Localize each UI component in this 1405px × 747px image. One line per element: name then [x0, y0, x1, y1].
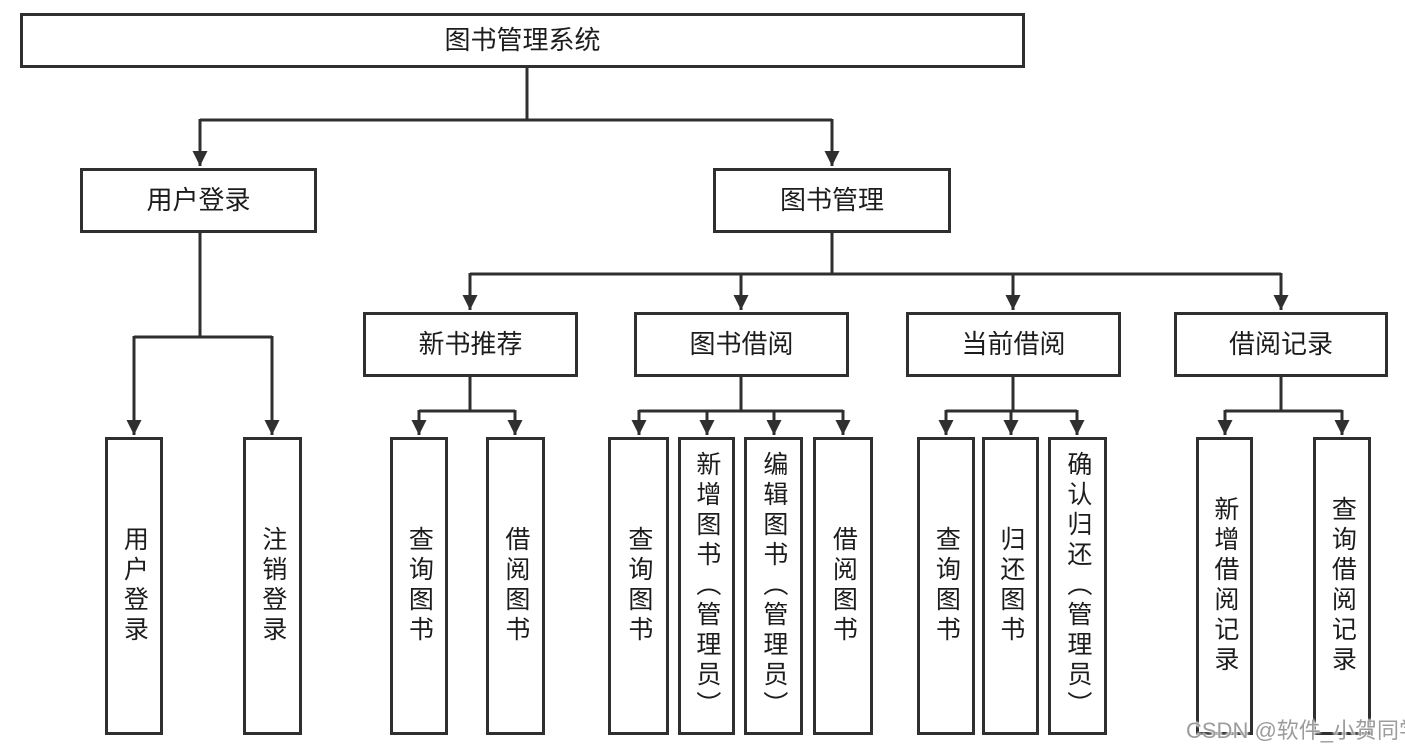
- leaf-borrowing-query-books: 查询图书: [608, 437, 669, 735]
- leaf-user-login: 用户登录: [105, 437, 163, 735]
- leaf-borrow-books: 借阅图书: [813, 437, 873, 735]
- leaf-recommend-query-books: 查询图书: [390, 437, 448, 735]
- node-system-root: 图书管理系统: [20, 13, 1025, 68]
- leaf-edit-book-admin: 编辑图书（管理员）: [744, 437, 803, 735]
- leaf-confirm-return-admin: 确认归还（管理员）: [1048, 437, 1107, 735]
- leaf-add-book-admin: 新增图书（管理员）: [678, 437, 735, 735]
- leaf-return-book: 归还图书: [982, 437, 1039, 735]
- node-user-login: 用户登录: [80, 168, 317, 233]
- node-book-management: 图书管理: [713, 168, 951, 233]
- leaf-query-borrow-record: 查询借阅记录: [1313, 437, 1371, 735]
- leaf-current-query-books: 查询图书: [917, 437, 975, 735]
- leaf-recommend-borrow-books: 借阅图书: [486, 437, 545, 735]
- csdn-watermark: CSDN @软件_小贺同学: [1186, 718, 1405, 743]
- node-current-borrowing: 当前借阅: [906, 312, 1121, 377]
- node-new-book-recommend: 新书推荐: [363, 312, 578, 377]
- node-borrowing-records: 借阅记录: [1174, 312, 1388, 377]
- leaf-logout: 注销登录: [243, 437, 302, 735]
- leaf-add-borrow-record: 新增借阅记录: [1196, 437, 1253, 735]
- node-book-borrowing: 图书借阅: [634, 312, 849, 377]
